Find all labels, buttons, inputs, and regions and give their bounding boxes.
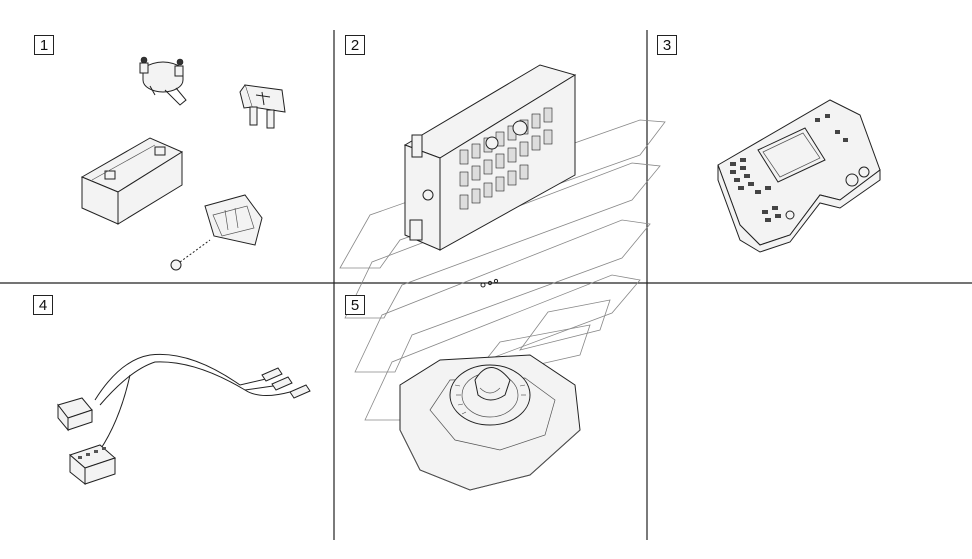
blade-fuse-icon	[239, 84, 286, 129]
panel-number-2: 2	[345, 35, 365, 55]
control-unit-icon	[403, 64, 577, 251]
solenoid-relay-icon	[139, 56, 187, 106]
panel-dividers	[0, 30, 972, 540]
indicator-lamp-icon	[170, 194, 263, 271]
panel-1-parts	[80, 56, 286, 271]
panel-number-5: 5	[345, 295, 365, 315]
panel-number-1: 1	[34, 35, 54, 55]
wiring-harness-icon	[57, 353, 311, 486]
battery-icon	[80, 137, 184, 225]
panel-number-4: 4	[33, 295, 53, 315]
joystick-controller-icon	[399, 354, 581, 491]
panel-3-parts	[717, 99, 881, 253]
panel-2-parts	[403, 64, 577, 288]
panel-4-parts	[57, 353, 311, 486]
panel-number-3: 3	[657, 35, 677, 55]
panel-5-parts	[399, 354, 581, 491]
small-fittings-icon	[480, 278, 499, 288]
display-console-icon	[717, 99, 881, 253]
